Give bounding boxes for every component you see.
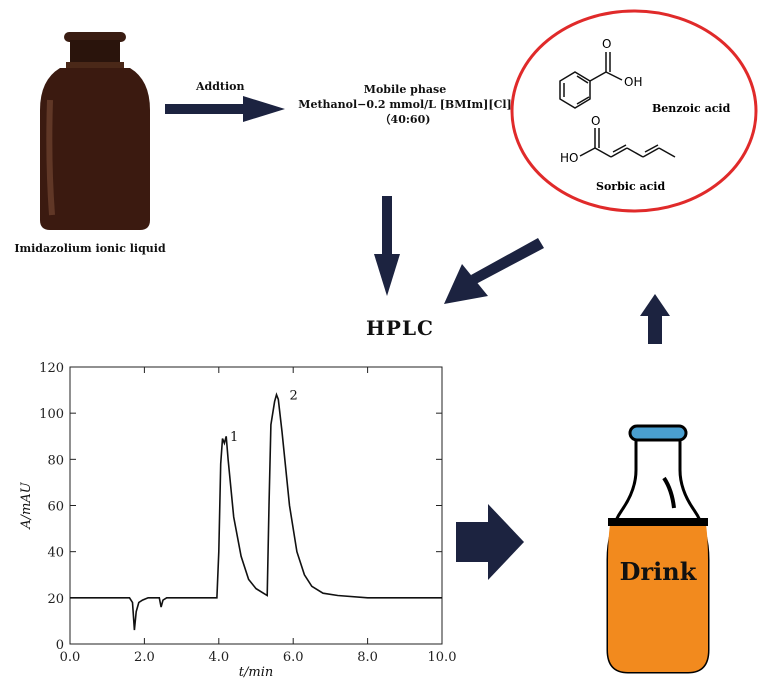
hplc-label: HPLC (366, 316, 434, 340)
benzoic-oh-atom: OH (624, 75, 642, 89)
drink-label: Drink (620, 557, 698, 586)
x-tick-label: 6.0 (283, 650, 304, 665)
ionic-liquid-label: Imidazolium ionic liquid (14, 242, 166, 255)
addition-arrow (165, 96, 285, 122)
x-tick-label: 10.0 (428, 650, 457, 665)
sorbic-acid-name: Sorbic acid (596, 180, 665, 193)
chromatogram-line (70, 392, 442, 631)
sorbic-o-atom: O (591, 114, 600, 128)
y-tick-label: 0 (56, 638, 64, 653)
benzoic-acid-name: Benzoic acid (652, 102, 731, 115)
y-tick-label: 100 (39, 407, 64, 422)
y-axis-label: A/mAU (19, 481, 34, 529)
mobile-to-hplc-arrow (374, 196, 400, 296)
x-tick-label: 8.0 (357, 650, 378, 665)
sorbic-ho-atom: HO (560, 151, 578, 165)
x-tick-label: 2.0 (134, 650, 155, 665)
x-axis-label: t/min (239, 665, 273, 680)
compounds-ellipse (510, 9, 758, 213)
drink-to-compounds-arrow (640, 294, 670, 344)
benzoic-o-atom: O (602, 37, 611, 51)
y-tick-label: 120 (39, 361, 64, 376)
y-tick-label: 20 (47, 592, 64, 607)
x-tick-label: 0.0 (60, 650, 81, 665)
y-tick-label: 80 (47, 453, 64, 468)
y-tick-label: 40 (47, 546, 64, 561)
chromatogram-chart: 0 20 40 60 80 100 120 0.0 2.0 4.0 6.0 8.0 10.0 1 2 t/mi… (19, 361, 456, 680)
mobile-phase-ratio: （40:60) (379, 113, 431, 126)
peak-label: 2 (289, 388, 297, 403)
peak-label: 1 (230, 430, 238, 445)
y-tick-label: 60 (47, 500, 64, 515)
chart-to-drink-arrow (456, 504, 524, 580)
sorbic-acid-structure (579, 128, 676, 158)
mobile-phase-title: Mobile phase (363, 83, 447, 96)
drink-bottle (606, 424, 710, 674)
mobile-phase-block: Mobile phase Methanol−0.2 mmol/L [BMIm][… (270, 82, 540, 127)
mobile-phase-composition: Methanol−0.2 mmol/L [BMIm][Cl] (298, 98, 512, 111)
compounds-to-hplc-arrow (444, 238, 544, 304)
plot-frame (69, 366, 443, 645)
ionic-liquid-bottle (40, 32, 150, 230)
x-tick-label: 4.0 (208, 650, 229, 665)
benzoic-acid-structure (559, 52, 623, 109)
addition-label: Addtion (196, 80, 245, 93)
